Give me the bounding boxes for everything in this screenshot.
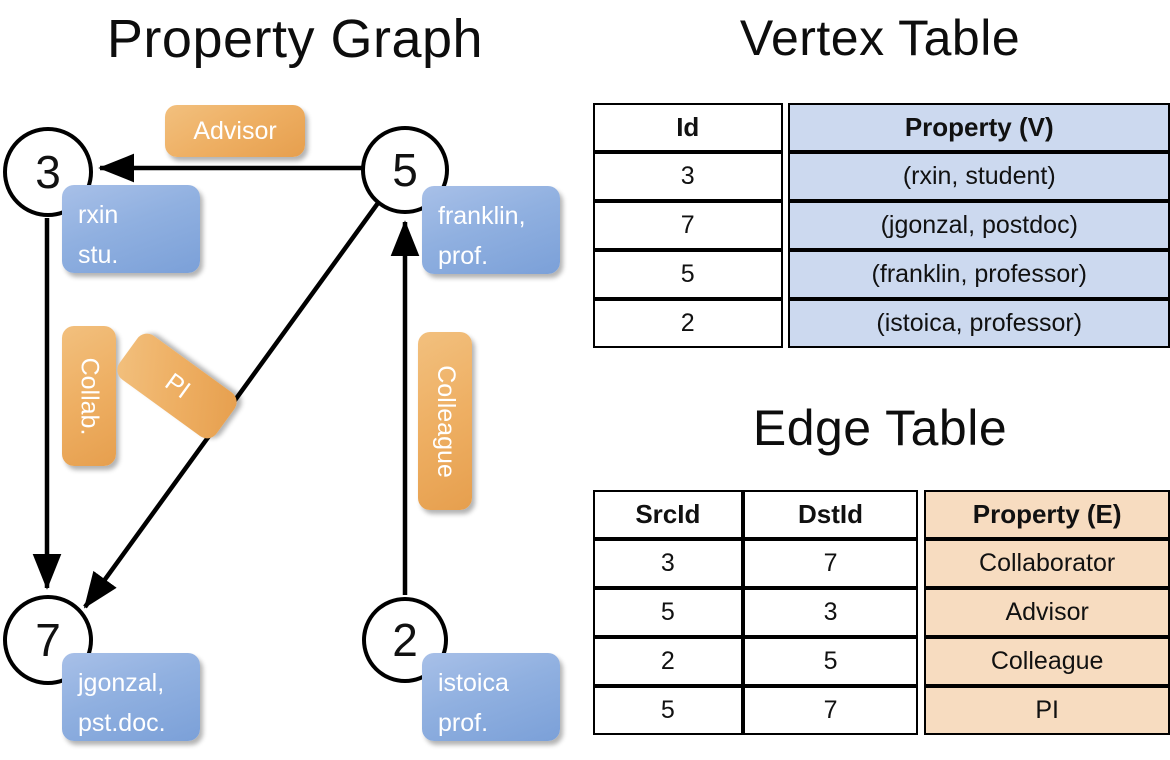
vertex-property-rxin-name: rxin	[78, 201, 119, 229]
vertex-table-header-id: Id	[593, 103, 783, 152]
graph-node-3-label: 3	[35, 146, 61, 198]
vertex-table-header-row: Id Property (V)	[593, 103, 1170, 152]
vertex-row-1-id: 7	[593, 201, 783, 250]
vertex-property-box-jgonzal: jgonzal, pst.doc.	[62, 653, 200, 741]
vertex-property-box-rxin: rxin stu.	[62, 185, 200, 273]
edge-row-0-srcid: 3	[593, 539, 743, 588]
table-row[interactable]: 2 (istoica, professor)	[593, 299, 1170, 348]
vertex-table-column-gap	[782, 152, 789, 201]
vertex-row-3-property: (istoica, professor)	[788, 299, 1170, 348]
graph-node-2[interactable]: 2	[362, 597, 448, 683]
vertex-row-0-id: 3	[593, 152, 783, 201]
graph-node-2-label: 2	[392, 614, 418, 666]
vertex-table-column-gap	[782, 250, 789, 299]
vertex-row-2-id: 5	[593, 250, 783, 299]
edge-table-header-dstid: DstId	[742, 490, 919, 539]
vertex-property-box-franklin: franklin, prof.	[422, 186, 560, 274]
table-row[interactable]: 7 (jgonzal, postdoc)	[593, 201, 1170, 250]
edge-property-colleague-label: Colleague	[431, 364, 460, 478]
edge-property-box-advisor: Advisor	[165, 105, 305, 157]
edge-table-column-gap	[918, 588, 925, 637]
table-row[interactable]: 2 5 Colleague	[593, 637, 1170, 686]
vertex-row-1-property: (jgonzal, postdoc)	[788, 201, 1170, 250]
property-graph-diagram: 3 5 7 2 rxin stu. franklin, prof. jgonza…	[3, 105, 560, 741]
vertex-property-franklin-name: franklin,	[438, 202, 526, 230]
edge-property-advisor-label: Advisor	[193, 116, 277, 145]
edge-row-2-srcid: 2	[593, 637, 743, 686]
edge-row-1-property: Advisor	[924, 588, 1170, 637]
edge-property-pi-label: PI	[159, 367, 196, 404]
edge-row-3-property: PI	[924, 686, 1170, 735]
edge-table-header-srcid: SrcId	[593, 490, 743, 539]
edge-row-2-dstid: 5	[742, 637, 919, 686]
edge-row-0-property: Collaborator	[924, 539, 1170, 588]
page-title-edge-table: Edge Table	[752, 400, 1008, 456]
table-row[interactable]: 5 7 PI	[593, 686, 1170, 735]
vertex-property-istoica-name: istoica	[438, 669, 509, 697]
edge-property-box-colleague: Colleague	[418, 332, 472, 510]
vertex-property-istoica-role: prof.	[438, 709, 489, 737]
edge-property-collab-label: Collab.	[75, 357, 104, 435]
graph-node-5-label: 5	[392, 144, 418, 196]
edge-table-header-row: SrcId DstId Property (E)	[593, 490, 1170, 539]
edge-row-1-srcid: 5	[593, 588, 743, 637]
vertex-property-box-istoica: istoica prof.	[422, 653, 560, 741]
page-title-vertex-table: Vertex Table	[739, 10, 1021, 66]
vertex-table: Id Property (V) 3 (rxin, student) 7 (jgo…	[593, 103, 1170, 348]
edge-table-column-gap	[918, 490, 925, 539]
vertex-row-2-property: (franklin, professor)	[788, 250, 1170, 299]
edge-row-1-dstid: 3	[742, 588, 919, 637]
table-row[interactable]: 5 3 Advisor	[593, 588, 1170, 637]
edge-table: SrcId DstId Property (E) 3 7 Collaborato…	[593, 490, 1170, 735]
table-row[interactable]: 3 7 Collaborator	[593, 539, 1170, 588]
vertex-property-rxin-role: stu.	[78, 241, 119, 269]
edge-row-3-srcid: 5	[593, 686, 743, 735]
vertex-row-0-property: (rxin, student)	[788, 152, 1170, 201]
graph-node-5[interactable]: 5	[361, 126, 449, 214]
edge-table-column-gap	[918, 637, 925, 686]
edge-table-header-property: Property (E)	[924, 490, 1170, 539]
vertex-row-3-id: 2	[593, 299, 783, 348]
vertex-property-jgonzal-role: pst.doc.	[78, 709, 166, 737]
graph-node-7-label: 7	[35, 614, 61, 666]
edge-row-3-dstid: 7	[742, 686, 919, 735]
edge-table-column-gap	[918, 539, 925, 588]
vertex-property-franklin-role: prof.	[438, 242, 489, 270]
table-row[interactable]: 3 (rxin, student)	[593, 152, 1170, 201]
page-title-property-graph: Property Graph	[106, 9, 484, 69]
vertex-table-column-gap	[782, 299, 789, 348]
table-row[interactable]: 5 (franklin, professor)	[593, 250, 1170, 299]
vertex-property-jgonzal-name: jgonzal,	[78, 669, 165, 697]
edge-table-column-gap	[918, 686, 925, 735]
vertex-table-column-gap	[782, 201, 789, 250]
vertex-table-header-property: Property (V)	[788, 103, 1170, 152]
edge-property-box-collab: Collab.	[62, 326, 116, 466]
vertex-table-column-gap	[782, 103, 789, 152]
edge-row-0-dstid: 7	[742, 539, 919, 588]
edge-row-2-property: Colleague	[924, 637, 1170, 686]
